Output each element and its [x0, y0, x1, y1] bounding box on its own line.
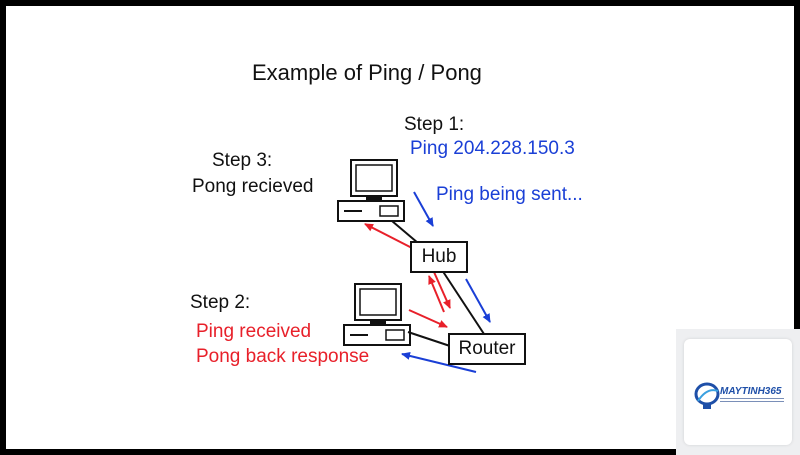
ping-arrow-3 [401, 352, 477, 373]
router-label: Router [458, 338, 516, 359]
step3-status: Pong recieved [192, 176, 314, 197]
ping-arrow-2 [465, 278, 491, 323]
step2-line2: Pong back response [196, 346, 370, 367]
step3-label: Step 3: [212, 150, 273, 171]
pong-arrow-3 [433, 271, 451, 309]
diagram-title: Example of Ping / Pong [252, 60, 482, 85]
watermark-logo: MAYTINH365 [676, 329, 800, 455]
pong-arrow-2 [428, 275, 445, 313]
pong-arrow-4 [408, 309, 448, 328]
computer-bottom-icon [343, 283, 411, 346]
brand-globe-icon [694, 382, 720, 409]
computer-top-icon [337, 159, 405, 222]
hub-label: Hub [421, 246, 457, 267]
router-node: Router [448, 333, 526, 365]
step1-command: Ping 204.228.150.3 [410, 138, 575, 159]
brand-tagline-line [720, 398, 784, 402]
link-hub-router [441, 269, 485, 335]
pong-arrow-1 [364, 223, 413, 249]
step1-status: Ping being sent... [436, 184, 583, 205]
link-computer-bottom-router [407, 331, 451, 347]
hub-node: Hub [410, 241, 468, 273]
step2-line1: Ping received [196, 321, 312, 342]
logo-panel: MAYTINH365 [684, 339, 792, 445]
brand-name: MAYTINH365 [720, 386, 782, 397]
step2-label: Step 2: [190, 292, 251, 313]
step1-label: Step 1: [404, 114, 465, 135]
ping-arrow-1 [413, 191, 434, 227]
link-computer-top-hub [391, 220, 419, 244]
